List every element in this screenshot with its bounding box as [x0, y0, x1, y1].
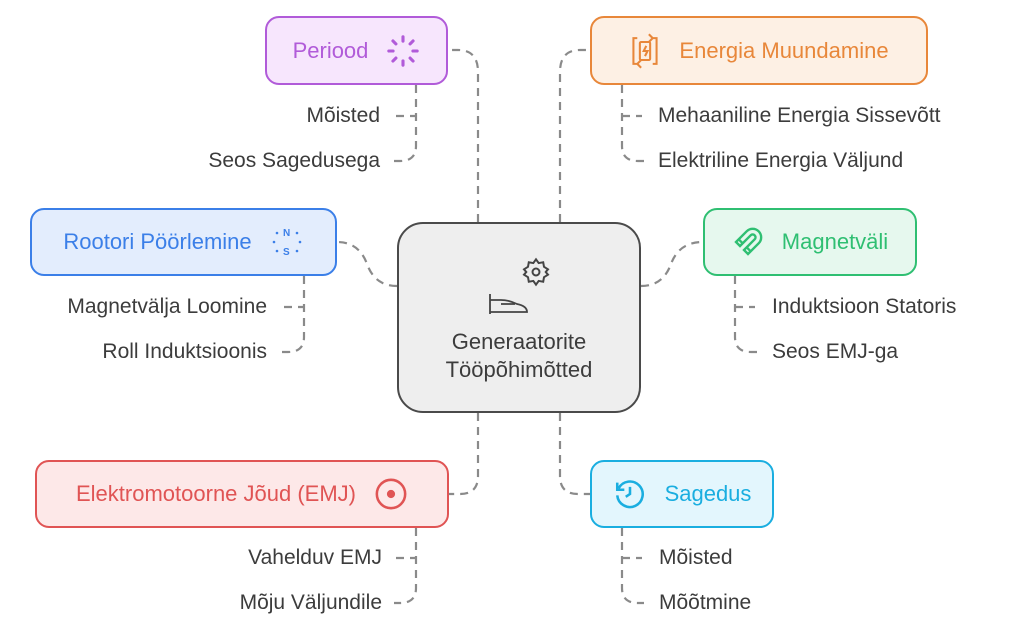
- iron-icon: [489, 294, 528, 314]
- magnet-item: Induktsioon Statoris: [772, 295, 957, 318]
- target-icon: [375, 478, 407, 510]
- svg-text:N: N: [283, 228, 290, 239]
- magnet-icon: [734, 227, 763, 256]
- node-rootori-label: Rootori Pöörlemine: [63, 229, 252, 254]
- central-title-line2: Tööpõhimõtted: [445, 357, 593, 382]
- gear-icon: [522, 257, 550, 287]
- central-title-line1: Generaatorite: [451, 329, 587, 354]
- magnet-item: Seos EMJ-ga: [772, 340, 899, 363]
- node-magnet-label: Magnetväli: [781, 229, 889, 254]
- node-magnetvali[interactable]: Magnetväli: [703, 208, 917, 276]
- node-sagedus[interactable]: Sagedus: [590, 460, 774, 528]
- energia-item: Mehaaniline Energia Sissevõtt: [658, 104, 941, 127]
- periood-item: Seos Sagedusega: [208, 149, 380, 172]
- rootori-item: Roll Induktsioonis: [102, 340, 267, 363]
- periood-item: Mõisted: [306, 104, 380, 127]
- compass-ns-icon: NS: [272, 228, 301, 258]
- sagedus-item: Mõisted: [659, 546, 733, 569]
- central-node[interactable]: Generaatorite Tööpõhimõtted: [397, 222, 641, 413]
- emj-item: Vahelduv EMJ: [248, 546, 382, 569]
- energia-item: Elektriline Energia Väljund: [658, 149, 904, 172]
- node-periood-label: Periood: [292, 37, 369, 63]
- battery-cycle-icon: [632, 33, 659, 68]
- connector-magnet: [640, 240, 704, 288]
- connector-energia: [558, 48, 590, 222]
- connector-rootori: [336, 240, 398, 288]
- node-emj-label: Elektromotoorne Jõud (EMJ): [76, 481, 356, 506]
- node-emj[interactable]: Elektromotoorne Jõud (EMJ): [35, 460, 449, 528]
- connector-periood: [448, 48, 480, 222]
- emj-item: Mõju Väljundile: [239, 591, 382, 614]
- node-energia-label: Energia Muundamine: [679, 37, 889, 63]
- connector-sagedus: [558, 413, 590, 496]
- node-periood[interactable]: Periood: [265, 16, 448, 85]
- connector-emj: [449, 413, 480, 496]
- history-clock-icon: [615, 480, 644, 509]
- svg-text:S: S: [283, 247, 290, 258]
- node-energia-muundamine[interactable]: Energia Muundamine: [590, 16, 928, 85]
- loader-icon: [387, 34, 420, 67]
- node-sagedus-label: Sagedus: [664, 481, 752, 506]
- rootori-item: Magnetvälja Loomine: [67, 295, 267, 318]
- sagedus-item: Mõõtmine: [659, 591, 752, 614]
